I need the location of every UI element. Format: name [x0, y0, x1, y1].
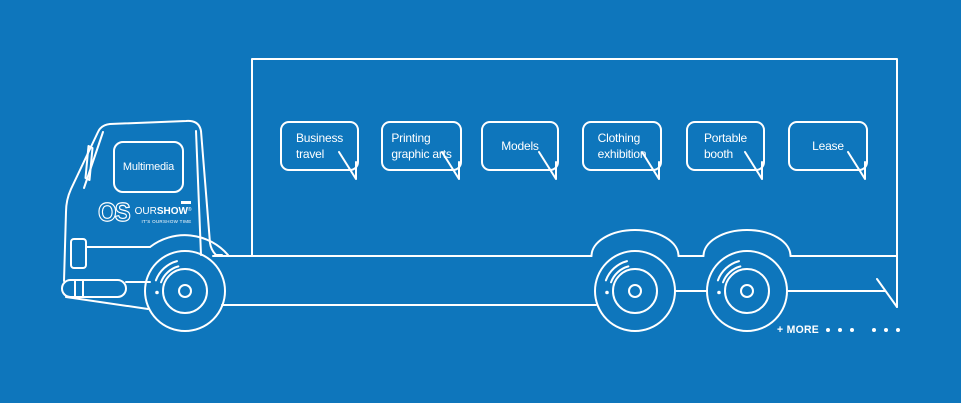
pagination-dot [826, 327, 831, 332]
service-label: Models [501, 139, 539, 153]
front-fender-arch [150, 235, 228, 255]
bumper-ticks [75, 280, 83, 297]
bubble-tail [538, 151, 557, 180]
pagination-dot [838, 327, 843, 332]
bubble-tail [744, 151, 763, 180]
logo-wordmark: OURSHOW® [134, 205, 192, 217]
service-bubble-printing-graphic-arts[interactable]: Printing graphic arts [381, 121, 462, 180]
logo-tagline: IT'S OURSHOW TIME [141, 218, 192, 224]
rear-wheel-1 [595, 251, 675, 331]
rear-fender-arch-1 [592, 230, 679, 256]
front-skirt [66, 297, 148, 309]
wheel-dot [717, 290, 721, 295]
bubble-tail [847, 151, 866, 180]
wheel-dot [605, 290, 609, 295]
bubble-tail [338, 151, 357, 180]
trailer-tail [877, 279, 897, 307]
pagination-dot [884, 327, 889, 332]
pagination-dot [872, 327, 877, 332]
logo-text-show: SHOW [156, 205, 188, 217]
more-dots-group-2 [872, 327, 901, 332]
rear-fender-arch-2 [704, 230, 791, 256]
service-label: Portable booth [703, 131, 748, 161]
cab-window-label: Multimedia [122, 161, 175, 173]
cab-side-window [114, 142, 183, 192]
service-bubble-lease[interactable]: Lease [788, 121, 868, 180]
service-label: Business travel [295, 131, 344, 161]
logo-trademark: ® [187, 206, 192, 213]
trailer-outline [252, 59, 897, 307]
logo-text-our: OUR [134, 205, 157, 217]
service-label: Clothing exhibition [597, 131, 647, 161]
front-wheel [145, 251, 225, 331]
ourshow-logo: OS OURSHOW® IT'S OURSHOW TIME [97, 196, 192, 227]
front-bumper [62, 280, 126, 297]
cab-door-seam [196, 131, 201, 255]
front-panel [71, 239, 86, 268]
more-dots-group-1 [826, 327, 855, 332]
service-bubble-clothing-exhibition[interactable]: Clothing exhibition [582, 121, 662, 180]
service-label: Lease [812, 139, 844, 153]
pagination-dot [896, 327, 901, 332]
ourshow-logo-text: OURSHOW® IT'S OURSHOW TIME [135, 201, 192, 224]
pagination-dot [850, 327, 855, 332]
more-link[interactable]: + MORE [777, 323, 901, 336]
service-bubble-portable-booth[interactable]: Portable booth [686, 121, 765, 180]
service-bubble-business-travel[interactable]: Business travel [280, 121, 359, 180]
rear-wheel-2 [707, 251, 787, 331]
service-bubble-models[interactable]: Models [481, 121, 559, 180]
bubble-tail [441, 151, 460, 180]
cab-vent-window [86, 146, 93, 180]
logo-dash [180, 201, 191, 204]
ourshow-logo-mark: OS [97, 196, 131, 227]
more-label: + MORE [777, 323, 820, 336]
bubble-tail [641, 151, 660, 180]
wheel-dot [155, 290, 159, 295]
